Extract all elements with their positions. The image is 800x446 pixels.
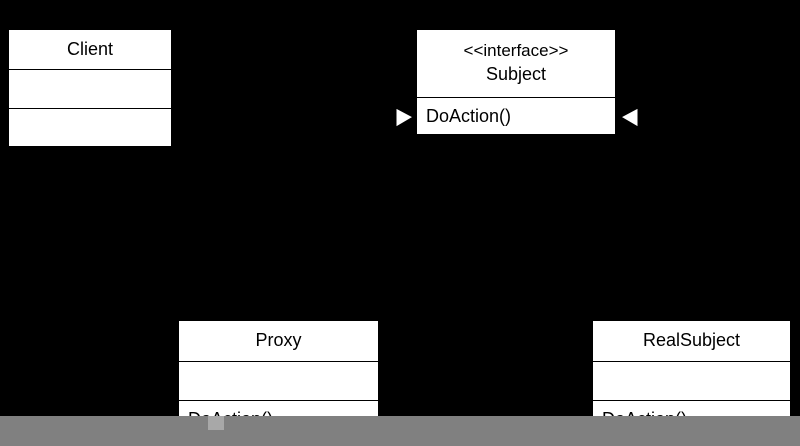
subject-stereotype: <<interface>>: [463, 41, 569, 60]
subject-operation: DoAction(): [426, 105, 512, 126]
subject-class-name: Subject: [485, 64, 547, 85]
bottom-bar-nub: [208, 416, 224, 430]
subject-interface: <<interface>> Subject DoAction(): [416, 29, 616, 135]
real-subject-attributes-compartment: [593, 361, 790, 400]
proxy-name-compartment: Proxy: [179, 321, 378, 361]
real-subject-name-compartment: RealSubject: [593, 321, 790, 361]
client-attributes-compartment: [9, 69, 171, 108]
client-name-compartment: Client: [9, 30, 171, 69]
subject-operations-compartment: DoAction(): [417, 97, 615, 134]
subject-name-compartment: <<interface>> Subject: [417, 30, 615, 97]
real-subject-class-name: RealSubject: [642, 330, 741, 351]
client-class-name: Client: [66, 38, 114, 59]
proxy-attributes-compartment: [179, 361, 378, 400]
bottom-bar: [0, 416, 800, 446]
client-class: Client: [8, 29, 172, 147]
real-subject-generalization-arrowhead: [619, 107, 639, 128]
proxy-class-name: Proxy: [255, 330, 302, 351]
proxy-generalization-arrowhead: [395, 107, 415, 128]
client-operations-compartment: [9, 108, 171, 146]
